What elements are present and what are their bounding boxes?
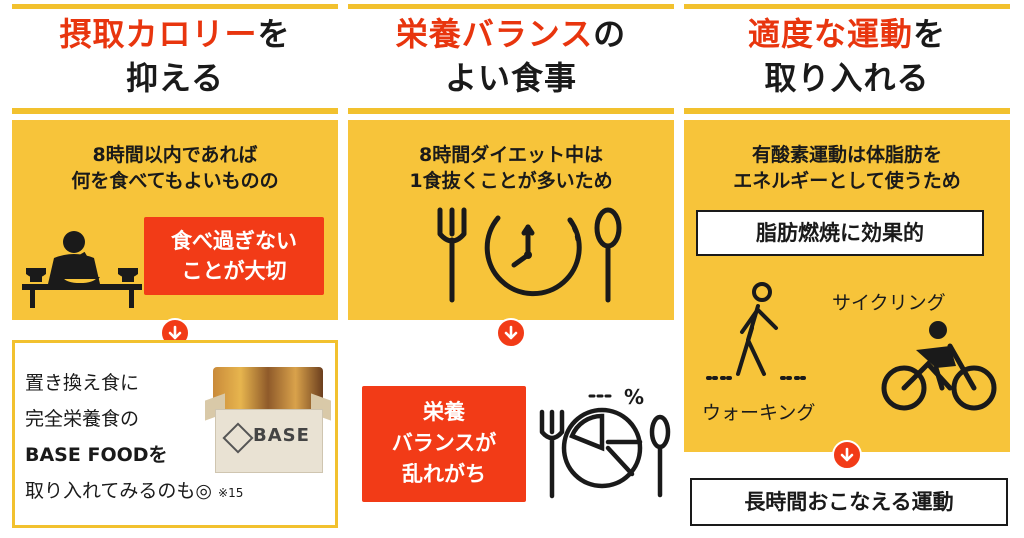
top-line-col2 [348,4,674,9]
panel-text-line2: 1食抜くことが多いため [409,170,613,192]
product-box-image: BASE [205,361,331,473]
rec-line3: BASE FOODを [25,444,168,466]
heading-highlight: 栄養バランス [395,15,594,53]
callout-line3: 乱れがち [402,462,486,486]
panel-col2: 8時間ダイエット中は 1食抜くことが多いため [348,120,674,320]
walking-label: ウォーキング [702,402,816,424]
heading-suffix: を [257,15,291,53]
heading-highlight: 適度な運動 [747,15,913,53]
rec-line2: 完全栄養食の [25,408,140,430]
box-brand-label: BASE [253,425,310,446]
rec-line4: 取り入れてみるのも◎ [25,480,213,502]
panel-text-line1: 8時間以内であれば [92,144,258,166]
panel-col3: 有酸素運動は体脂肪を エネルギーとして使うため 脂肪燃焼に効果的 サイクリング … [684,120,1010,452]
heading-line2: 取り入れる [764,59,930,97]
top-line-col1 [12,4,338,9]
cycling-label: サイクリング [832,292,946,314]
callout-line1: 栄養 [423,400,465,424]
walking-person-icon [706,282,806,380]
percent-symbol: % [624,385,644,409]
recommend-box-col1: 置き換え食に 完全栄養食の BASE FOODを 取り入れてみるのも◎ ※15 B… [12,340,338,528]
eating-person-icon [22,231,142,308]
underline-col2 [348,108,674,114]
panel-text-line1: 8時間ダイエット中は [418,144,604,166]
meal-time-clock-icon [437,207,622,303]
rec-note: ※15 [218,486,244,500]
heading-col3: 適度な運動を 取り入れる [684,12,1010,104]
heading-line2: 抑える [125,59,225,97]
heading-line2: よい食事 [444,59,577,97]
panel-text-line2: 何を食べてもよいものの [71,170,279,192]
fat-burning-label: 脂肪燃焼に効果的 [696,210,984,256]
red-callout-col1: 食べ過ぎない ことが大切 [144,217,324,295]
red-callout-col2: 栄養 バランスが 乱れがち [362,386,526,502]
heading-col2: 栄養バランスの よい食事 [348,12,674,104]
panel-col1: 8時間以内であれば 何を食べてもよいものの 食べ過ぎない ことが大切 [12,120,338,320]
down-arrow-icon [832,440,862,470]
heading-suffix: の [593,15,627,53]
callout-line2: バランスが [391,431,497,455]
cyclist-icon [881,321,997,411]
down-arrow-icon [496,318,526,348]
heading-highlight: 摂取カロリー [59,15,258,53]
underline-col1 [12,108,338,114]
heading-col1: 摂取カロリーを 抑える [12,12,338,104]
callout-line1: 食べ過ぎない [171,229,297,253]
heading-suffix: を [913,15,947,53]
rec-line1: 置き換え食に [25,372,140,394]
panel-text-line1: 有酸素運動は体脂肪を [751,144,942,166]
nutrition-pie-icon: % [539,385,671,499]
underline-col3 [684,108,1010,114]
top-line-col3 [684,4,1010,9]
result-label: 長時間おこなえる運動 [690,478,1008,526]
panel-text-line2: エネルギーとして使うため [733,170,961,192]
callout-line2: ことが大切 [181,259,287,283]
